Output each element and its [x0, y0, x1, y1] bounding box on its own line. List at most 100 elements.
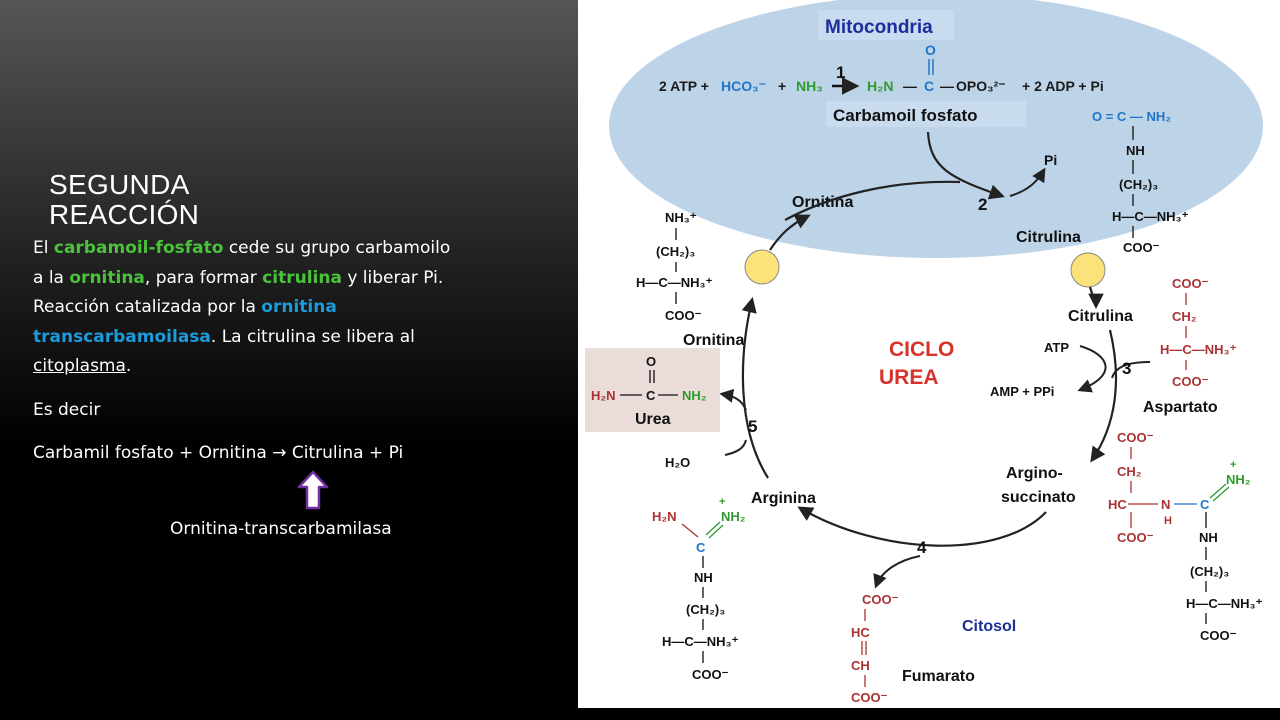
step-3-label: 3	[1122, 359, 1131, 378]
fumarate-release-arrow	[873, 555, 921, 589]
arginine-nh2: NH₂	[721, 509, 746, 524]
title-line-1: SEGUNDA	[49, 169, 190, 200]
mitochondrion-ellipse	[609, 0, 1263, 258]
urea-h2n: H₂N	[591, 388, 616, 403]
text-run: . La citrulina se libera al	[210, 326, 415, 347]
step-1-label: 1	[836, 63, 845, 82]
es-decir-line: Es decir	[33, 399, 101, 420]
slide-title: SEGUNDA REACCIÓN	[49, 170, 199, 230]
citrulina-export-arrow	[1088, 286, 1104, 310]
ciclo-label: CICLO	[889, 338, 954, 361]
citrulina-transporter	[1070, 252, 1106, 288]
paragraph-description: El carbamoil-fosfato cede su grupo carba…	[33, 234, 453, 382]
slide-text-panel: SEGUNDA REACCIÓN El carbamoil-fosfato ce…	[0, 0, 578, 720]
aspartate-coo-top: COO⁻	[1172, 276, 1209, 291]
arginine-coo: COO⁻	[692, 667, 729, 682]
argsucc-ch2: CH₂	[1117, 464, 1142, 479]
text-run: .	[125, 356, 132, 376]
text-run: cede su grupo carbamoilo a la	[33, 238, 451, 288]
argsucc-nh2: NH₂	[1226, 472, 1251, 487]
ornitina-cytosol-label: Ornitina	[683, 332, 744, 349]
eq-opo3: OPO₃²⁻	[956, 78, 1006, 94]
citrulline-nh: NH	[1126, 143, 1145, 158]
eq-products: + 2 ADP + Pi	[1022, 78, 1104, 94]
argsucc-n: N	[1161, 497, 1170, 512]
eq-dash2: —	[940, 78, 954, 94]
up-arrow-icon	[297, 470, 329, 510]
arginine-hc: H—C—NH₃⁺	[662, 634, 739, 649]
argino-label-2: succinato	[1001, 489, 1076, 506]
underlined-citoplasma: citoplasma	[33, 356, 126, 376]
highlight-ornitina: ornitina	[69, 267, 145, 288]
argsucc-h: H	[1164, 515, 1172, 527]
aspartato-label: Aspartato	[1143, 399, 1218, 416]
aspartate-coo-bottom: COO⁻	[1172, 374, 1209, 389]
eq-hco3: HCO₃⁻	[721, 78, 766, 94]
arginine-nh: NH	[694, 570, 713, 585]
urea-cycle-label: UREA	[879, 366, 939, 389]
slide-body: El carbamoil-fosfato cede su grupo carba…	[33, 234, 453, 483]
fumarato-label: Fumarato	[902, 668, 975, 685]
ornitina-transporter	[744, 249, 780, 285]
eq-plus: +	[778, 78, 786, 94]
text-run: y liberar Pi. Reacción catalizada por la	[33, 267, 444, 318]
right-arrow-icon: →	[272, 443, 287, 463]
mitocondria-label-box	[818, 10, 954, 40]
ornitina-entry-curve	[784, 180, 961, 221]
reaction-3-arrow	[1090, 329, 1118, 463]
citosol-label: Citosol	[962, 618, 1016, 635]
citrulline-o-eq-c: O = C — NH₂	[1092, 109, 1171, 124]
argsucc-coo-final: COO⁻	[1200, 628, 1237, 643]
citrulline-hc: H—C—NH₃⁺	[1112, 209, 1189, 224]
eq-2atp: 2 ATP +	[659, 78, 709, 94]
pi-label: Pi	[1044, 152, 1057, 168]
urea-c: C	[646, 388, 656, 403]
mitocondria-label: Mitocondria	[825, 17, 933, 38]
argsucc-nh: NH	[1199, 530, 1218, 545]
water-entry-curve	[724, 439, 747, 456]
eq-c: C	[924, 78, 934, 94]
enzyme-label: Ornitina-transcarbamilasa	[170, 519, 392, 539]
argsucc-coo-bottom: COO⁻	[1117, 530, 1154, 545]
urea-cycle-svg: Mitocondria 2 ATP + HCO₃⁻ + NH₃ 1 H₂N — …	[585, 0, 1263, 705]
argino-label-1: Argino-	[1006, 465, 1063, 482]
citrulina-cytosol-label: Citrulina	[1068, 308, 1133, 325]
argsucc-coo-top: COO⁻	[1117, 430, 1154, 445]
aspartate-entry-curve	[1111, 361, 1151, 379]
reaction-2-arrow	[926, 131, 1005, 200]
ornithine-ch2-3: (CH₂)₃	[656, 244, 695, 259]
urea-box	[585, 348, 720, 432]
arginine-c: C	[696, 540, 706, 555]
step-4-label: 4	[917, 538, 927, 557]
highlight-carbamoil-fosfato: carbamoil-fosfato	[53, 238, 224, 258]
text-run: , para formar	[144, 267, 263, 288]
citrulline-coo: COO⁻	[1123, 240, 1160, 255]
arginine-h2n: H₂N	[652, 509, 677, 524]
eq-dash: —	[903, 78, 917, 94]
atp-consumption-arrow	[1077, 345, 1107, 393]
fumarate-coo-top: COO⁻	[862, 592, 899, 607]
urea-o: O	[646, 354, 656, 369]
eq-o: O	[925, 42, 936, 58]
aspartate-ch2: CH₂	[1172, 309, 1197, 324]
text-run: El	[33, 238, 54, 258]
argsucc-plus: +	[1230, 459, 1236, 471]
ornithine-coo: COO⁻	[665, 308, 702, 323]
step-5-label: 5	[748, 417, 757, 436]
bottom-strip	[578, 708, 1280, 720]
title-line-2: REACCIÓN	[49, 199, 200, 230]
argsucc-hc: HC	[1108, 497, 1127, 512]
equation-line: Carbamil fosfato + Ornitina → Citrulina …	[33, 439, 453, 469]
arginine-plus: +	[719, 496, 725, 508]
urea-label: Urea	[635, 411, 671, 428]
urea-release-arrow	[719, 388, 747, 411]
carbamoil-fosfato-label: Carbamoil fosfato	[833, 106, 978, 125]
urea-nh2: NH₂	[682, 388, 707, 403]
reaction-5-arrow	[741, 297, 769, 479]
atp-label: ATP	[1044, 340, 1069, 355]
highlight-enzyme: ornitina transcarbamoilasa	[33, 297, 337, 347]
urea-cycle-diagram: Mitocondria 2 ATP + HCO₃⁻ + NH₃ 1 H₂N — …	[578, 0, 1280, 708]
arginina-label: Arginina	[751, 490, 816, 507]
amp-ppi-label: AMP + PPi	[990, 384, 1054, 399]
pi-release-arrow	[1009, 167, 1046, 197]
